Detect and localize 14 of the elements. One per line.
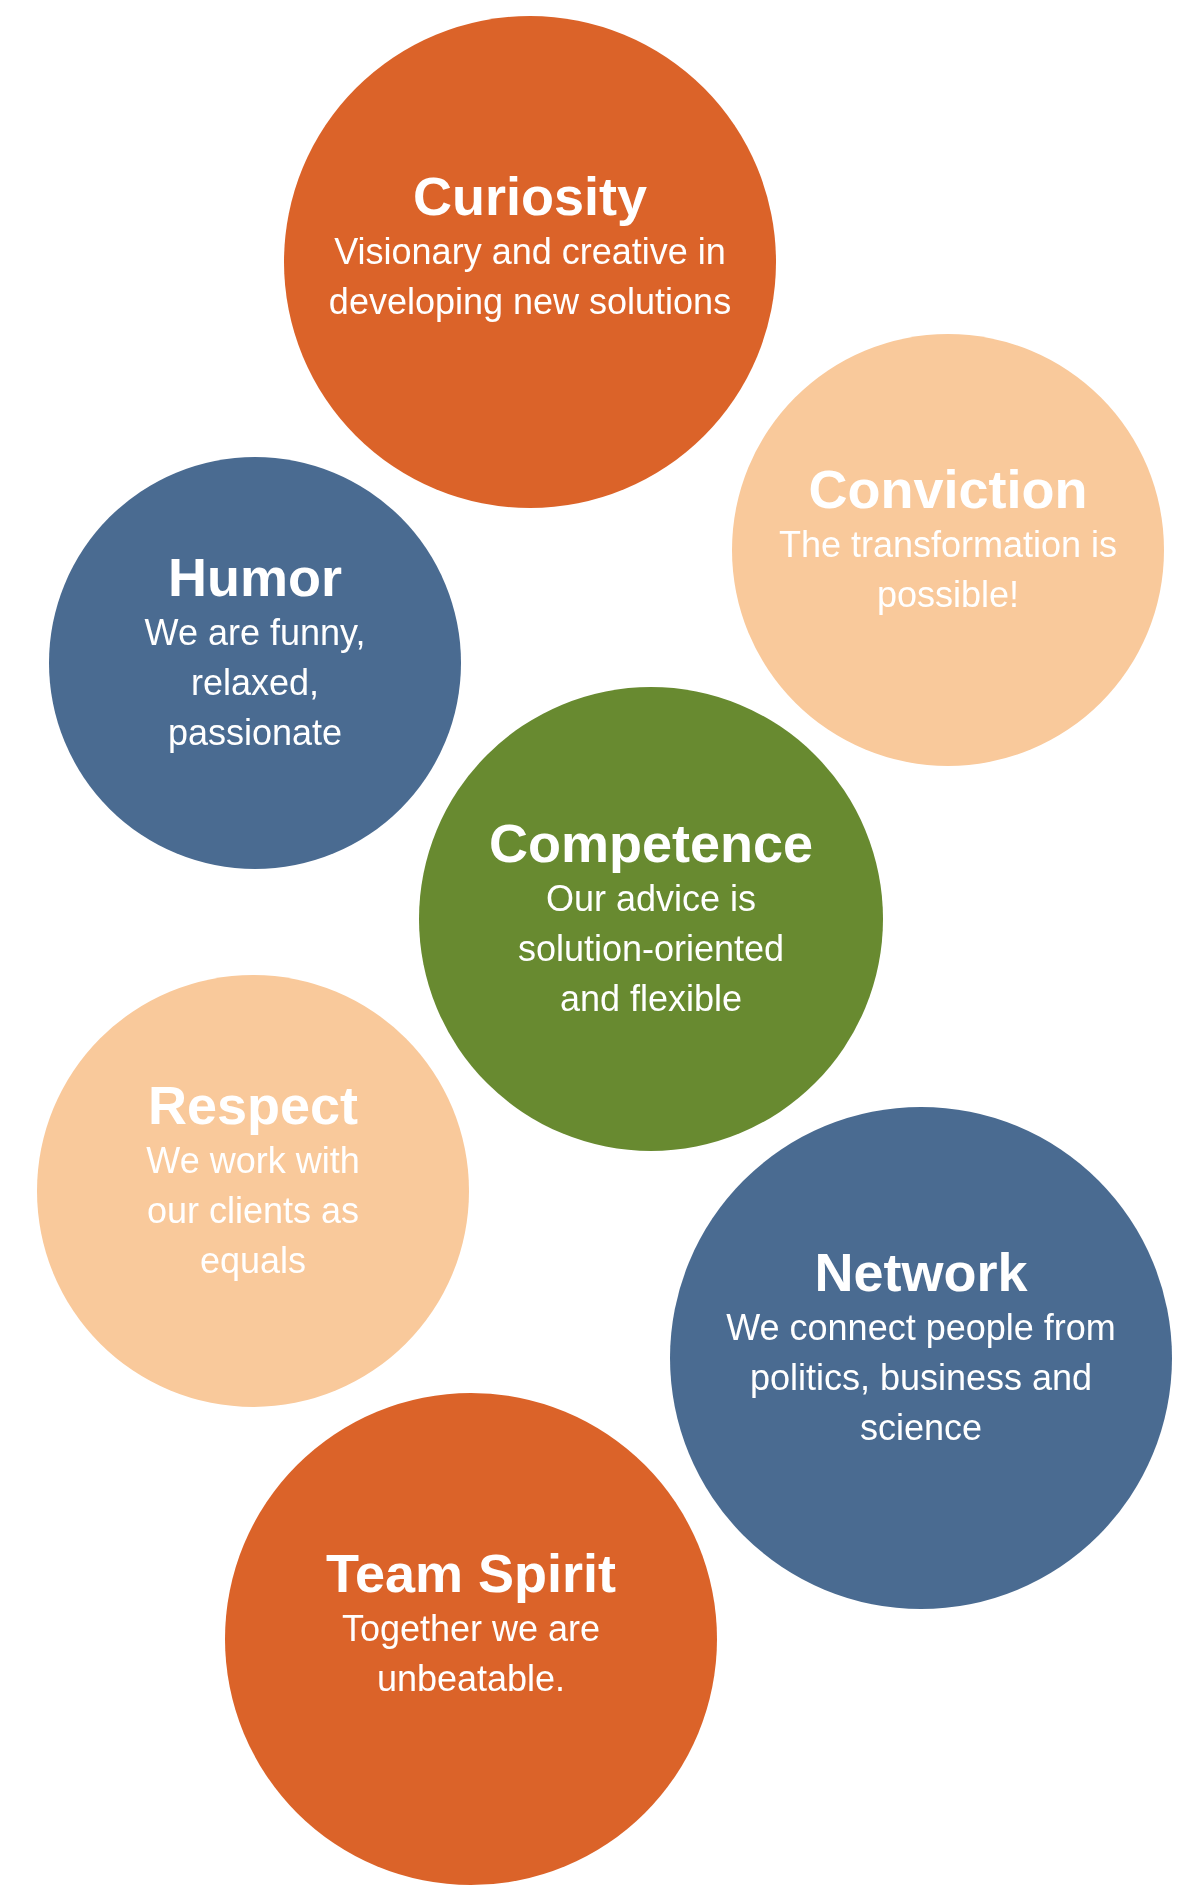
value-title: Curiosity [412, 167, 647, 227]
value-title: Team Spirit [325, 1544, 617, 1604]
value-description: We work with our clients as equals [145, 1138, 361, 1283]
value-title: Respect [147, 1076, 359, 1136]
value-description: Visionary and creative in developing new solutions [327, 229, 733, 324]
value-description: We are funny, relaxed, passionate [143, 610, 367, 755]
value-title: Humor [168, 548, 342, 608]
value-title: Network [814, 1243, 1028, 1303]
value-title: Competence [488, 814, 814, 874]
value-description: Together we are unbeatable. [340, 1606, 602, 1701]
value-description: The transformation is possible! [777, 522, 1119, 617]
value-description: Our advice is solution-oriented and flexible [516, 876, 786, 1021]
value-title: Conviction [808, 460, 1088, 520]
value-description: We connect people from politics, business and science [725, 1305, 1117, 1450]
